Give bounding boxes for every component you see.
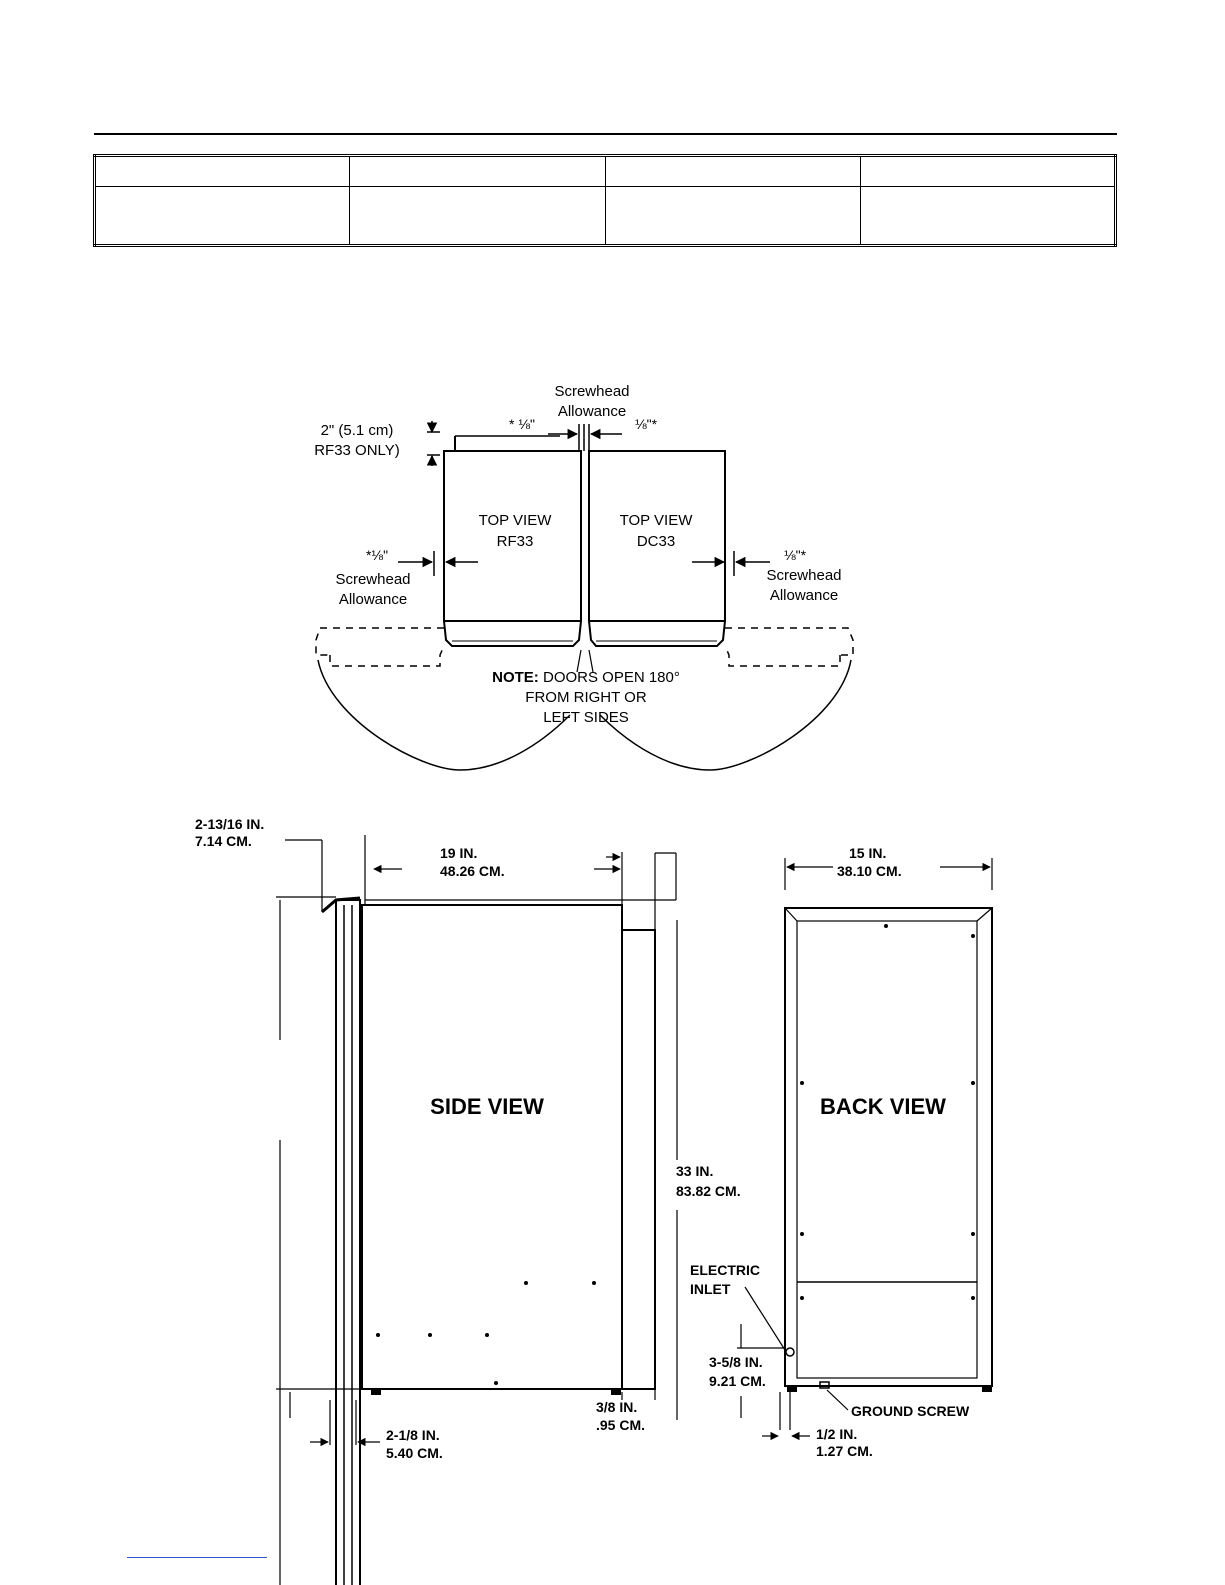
- dc33-door: [587, 620, 727, 647]
- rf33-title-2: RF33: [497, 533, 534, 550]
- rf33-door: [442, 620, 583, 647]
- dim-height-1: 33 IN.: [676, 1163, 713, 1179]
- top-view: [315, 421, 854, 771]
- side-door: [335, 899, 361, 1585]
- dim-bottom-left-1: 2-1/8 IN.: [386, 1427, 440, 1443]
- dim-bottom-back-2: 1.27 CM.: [816, 1443, 873, 1459]
- dim-bottom-left-2: 5.40 CM.: [386, 1445, 443, 1461]
- electric-inlet-label-1: ELECTRIC: [690, 1262, 760, 1278]
- eighth-left-top: * ⅛": [509, 416, 535, 432]
- table-cell: [859, 154, 1117, 188]
- ground-screw: [819, 1381, 830, 1389]
- dim-bottom-right-2: .95 CM.: [596, 1417, 645, 1433]
- screwhead-allowance-top-2: Allowance: [558, 403, 626, 420]
- side-cabinet: [361, 904, 623, 1390]
- table-cell: [93, 154, 351, 188]
- table-row: [93, 186, 1117, 246]
- back-view: [737, 858, 993, 1441]
- table-cell: [93, 186, 351, 246]
- table-cell: [859, 186, 1117, 246]
- back-view-labels: BACK VIEW 15 IN. 38.10 CM. ELECTRIC INLE…: [690, 845, 970, 1459]
- electric-inlet-label-2: INLET: [690, 1281, 731, 1297]
- screwhead-allowance-top-1: Screwhead: [554, 383, 629, 400]
- note-line-3: LEFT SIDES: [543, 709, 629, 726]
- header-rule: [94, 133, 1117, 135]
- screwhead-right-2: Allowance: [770, 587, 838, 604]
- eighth-right-side: ⅛"*: [784, 547, 807, 563]
- table-row: [93, 154, 1117, 188]
- footer-line: [127, 1557, 267, 1558]
- eighth-left-side: *⅛": [366, 547, 388, 563]
- dim-top-left-2: 7.14 CM.: [195, 833, 252, 849]
- dc33-title-2: DC33: [637, 533, 675, 550]
- dim-inlet-2: 9.21 CM.: [709, 1373, 766, 1389]
- spec-table: [93, 154, 1117, 247]
- side-view-labels: SIDE VIEW 2-13/16 IN. 7.14 CM. 19 IN. 48…: [195, 816, 741, 1461]
- note-line-2: FROM RIGHT OR: [525, 689, 647, 706]
- screwhead-right-1: Screwhead: [766, 567, 841, 584]
- table-cell: [604, 154, 861, 188]
- electric-inlet: [785, 1347, 795, 1357]
- screwhead-left-2: Allowance: [339, 591, 407, 608]
- note-line-1: NOTE: DOORS OPEN 180°: [492, 669, 680, 686]
- dim-height-2: 83.82 CM.: [676, 1183, 741, 1199]
- dim-2in-1: 2" (5.1 cm): [321, 422, 394, 439]
- table-cell: [349, 186, 606, 246]
- side-view: [276, 835, 678, 1585]
- dim-inlet-1: 3-5/8 IN.: [709, 1354, 763, 1370]
- dim-bottom-back-1: 1/2 IN.: [816, 1426, 857, 1442]
- top-view-labels: Screwhead Allowance 2" (5.1 cm) RF33 ONL…: [314, 383, 841, 726]
- rf33-title-1: TOP VIEW: [479, 512, 553, 529]
- table-cell: [349, 154, 606, 188]
- ground-screw-label: GROUND SCREW: [851, 1403, 970, 1419]
- side-view-title: SIDE VIEW: [430, 1094, 544, 1119]
- back-cabinet: [784, 907, 993, 1387]
- dim-bottom-right-1: 3/8 IN.: [596, 1399, 637, 1415]
- dc33-title-1: TOP VIEW: [620, 512, 694, 529]
- back-view-title: BACK VIEW: [820, 1094, 946, 1119]
- table-cell: [604, 186, 861, 246]
- dim-width-2: 38.10 CM.: [837, 863, 902, 879]
- eighth-right-top: ⅛"*: [635, 416, 658, 432]
- dim-2in-2: RF33 ONLY): [314, 442, 400, 459]
- dim-top-left-1: 2-13/16 IN.: [195, 816, 264, 832]
- dim-depth-2: 48.26 CM.: [440, 863, 505, 879]
- dim-width-1: 15 IN.: [849, 845, 886, 861]
- side-rear-step: [621, 929, 656, 1390]
- dim-depth-1: 19 IN.: [440, 845, 477, 861]
- screwhead-left-1: Screwhead: [335, 571, 410, 588]
